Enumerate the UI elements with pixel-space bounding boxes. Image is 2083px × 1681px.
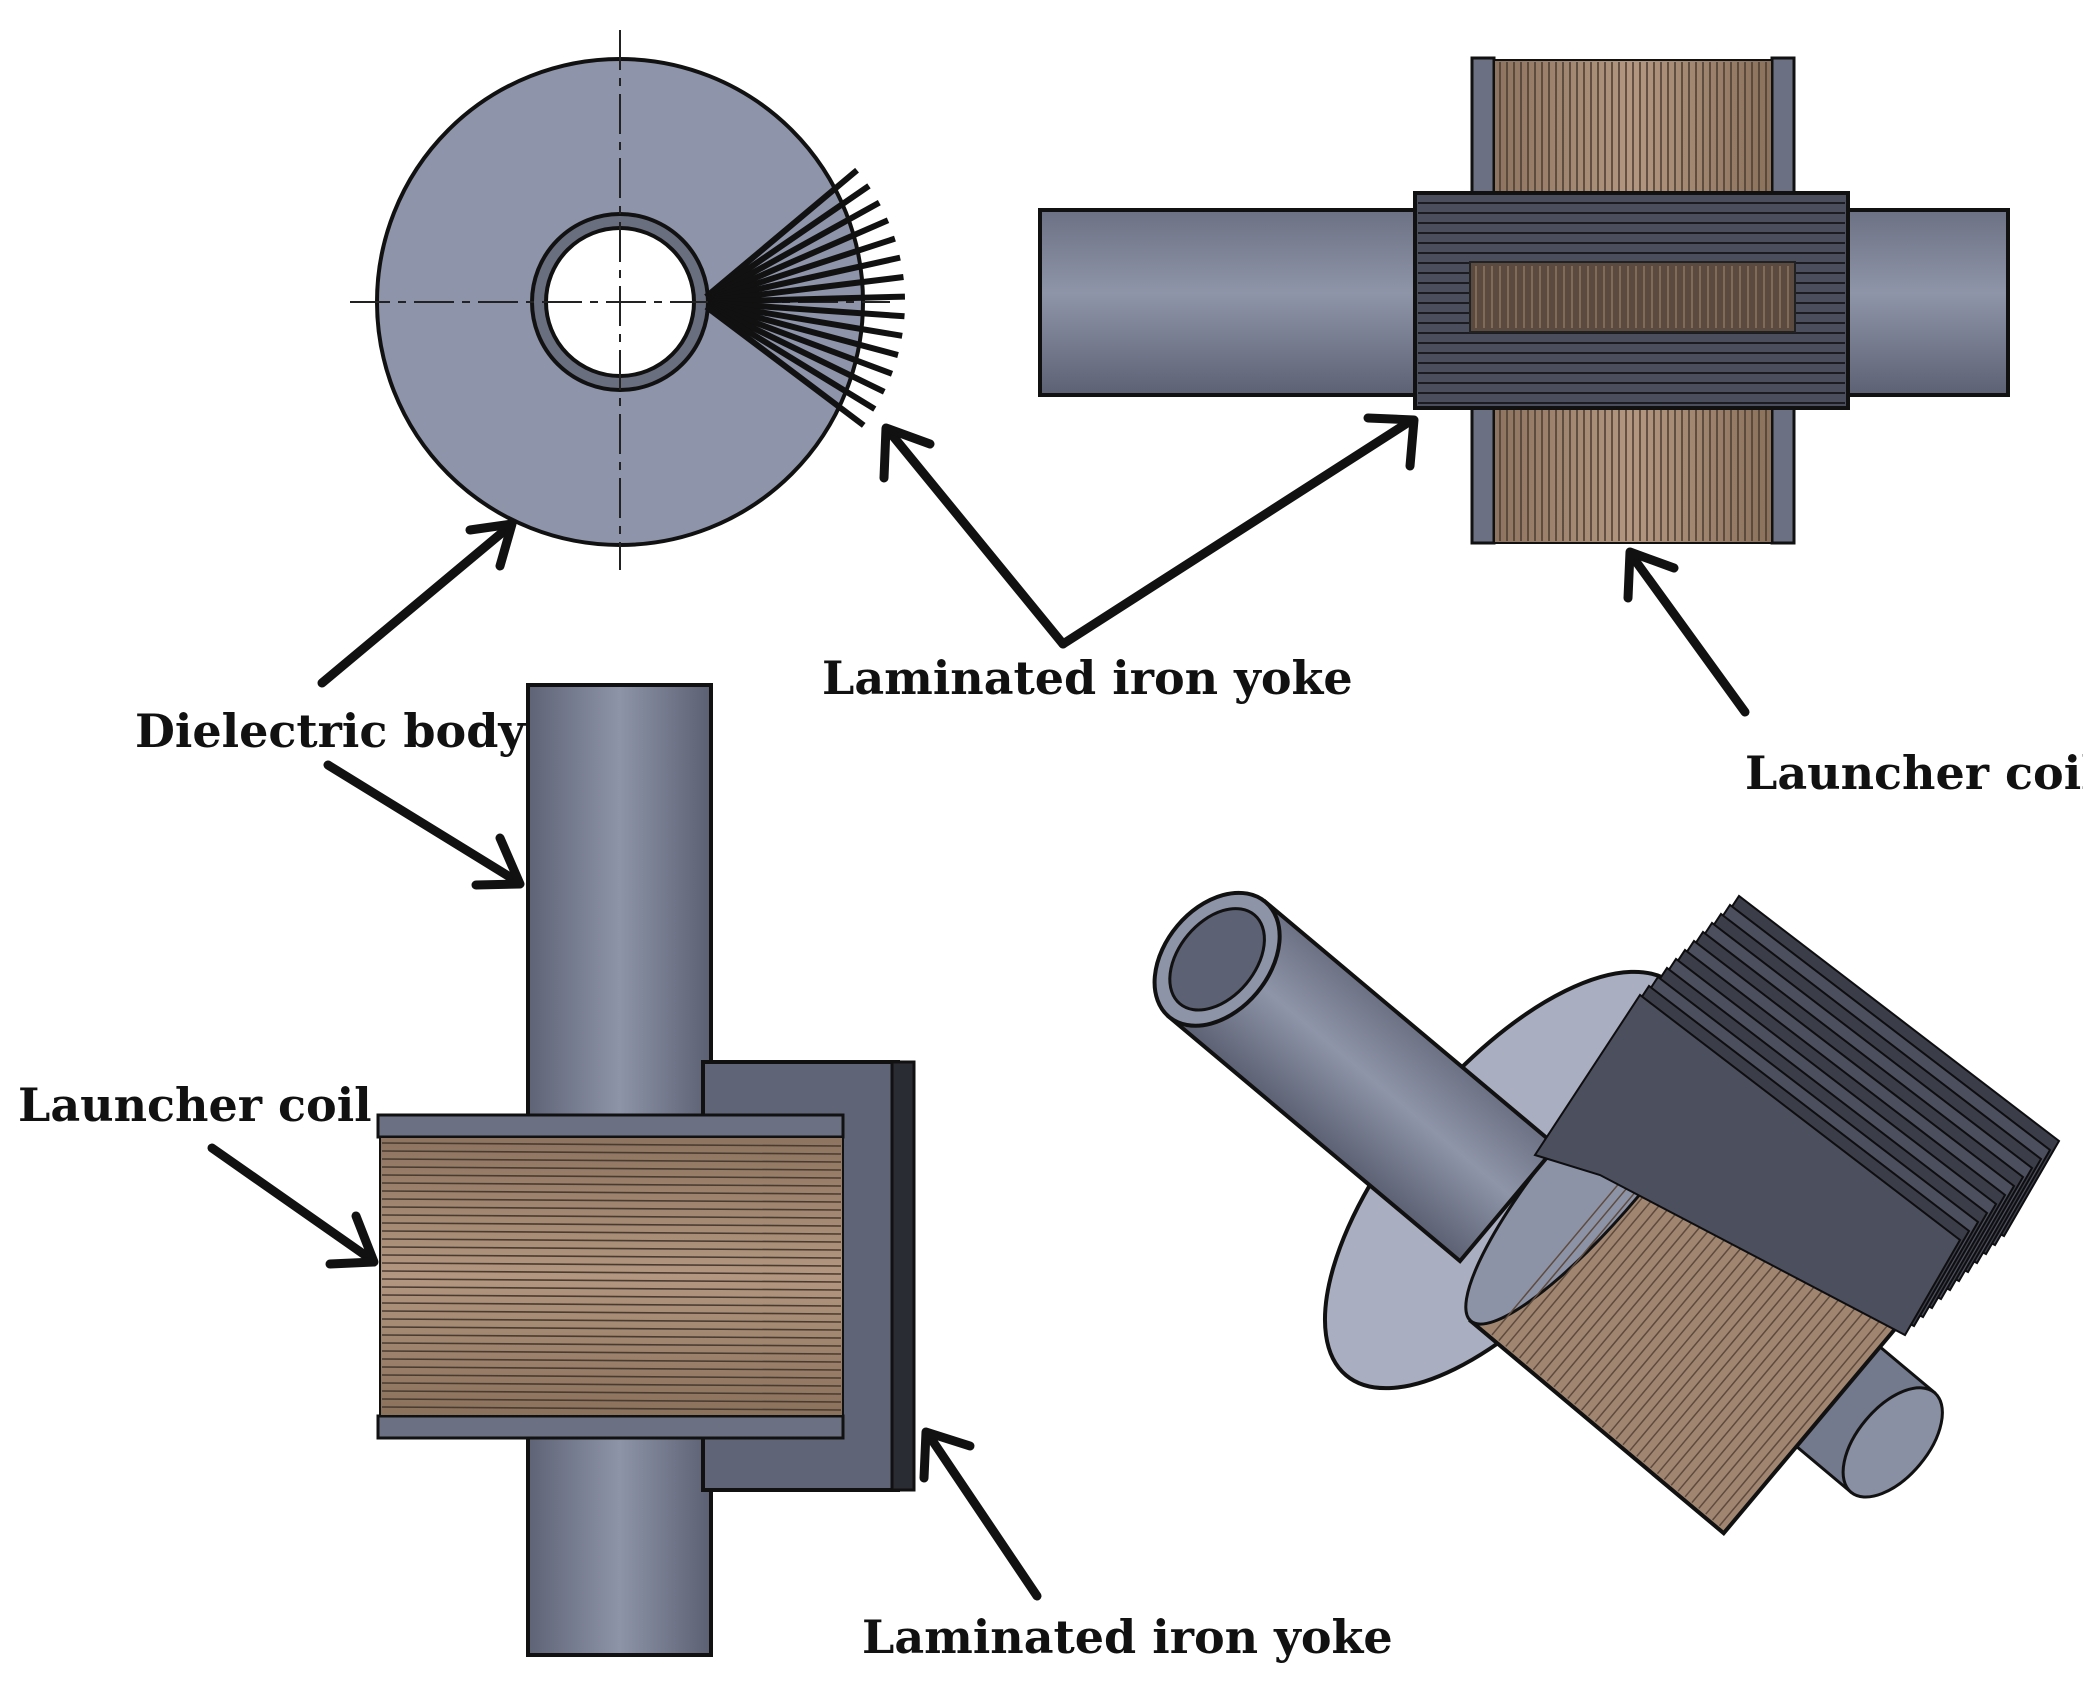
winding-line — [381, 1230, 842, 1235]
winding-line — [381, 1166, 842, 1171]
yoke-lamination — [704, 183, 871, 300]
winding-line — [381, 1398, 842, 1403]
arrowhead-yoke-front — [879, 423, 935, 483]
front-view — [350, 30, 906, 570]
winding-line — [381, 1222, 842, 1227]
winding-line — [381, 1326, 842, 1331]
yoke-lamination — [705, 303, 877, 412]
yoke-lamination — [707, 299, 905, 320]
winding-line — [381, 1214, 842, 1219]
winding-line — [381, 1174, 842, 1179]
yoke-inner-window — [1469, 261, 1796, 333]
yoke-lamination — [707, 274, 904, 305]
winding-line — [381, 1358, 842, 1363]
winding-line — [381, 1390, 842, 1395]
yoke-lamination — [704, 304, 866, 428]
winding-line — [381, 1278, 842, 1283]
coil-winding-lines-horizontal — [381, 1142, 842, 1411]
label-launcher-coil-right: Launcher coil — [1745, 746, 2083, 800]
coil-flange-top — [376, 1113, 845, 1139]
arrow-yoke-to-side — [1058, 415, 1417, 649]
winding-line — [381, 1238, 842, 1243]
coil-winding-lines — [1499, 62, 1767, 541]
arrowhead-coil-right — [1623, 547, 1679, 603]
winding-line — [381, 1366, 842, 1371]
winding-line — [381, 1406, 842, 1411]
winding-line — [381, 1334, 842, 1339]
winding-line — [381, 1182, 842, 1187]
yoke-lamination — [706, 235, 896, 303]
winding-line — [381, 1302, 842, 1307]
winding-line — [381, 1254, 842, 1259]
winding-line — [381, 1142, 842, 1147]
winding-line — [381, 1342, 842, 1347]
yoke-laminations-fan — [704, 167, 906, 428]
arrowhead-dielectric-top — [465, 519, 517, 571]
label-laminated-iron-yoke-top: Laminated iron yoke — [822, 651, 1353, 705]
arrowhead-coil-left — [325, 1211, 379, 1269]
arrowhead-yoke-bottom — [919, 1427, 975, 1483]
yoke-side-edge — [890, 1060, 916, 1492]
coil-body — [379, 1136, 844, 1417]
coil-flange-bottom — [376, 1414, 845, 1440]
iso-tube-front-bore — [1168, 907, 1266, 1012]
yoke-lamination — [706, 301, 894, 377]
winding-line — [381, 1262, 842, 1267]
arrow-yoke-to-front — [883, 425, 1068, 649]
winding-line — [381, 1318, 842, 1323]
arrow-yoke-bottom — [923, 1429, 1042, 1601]
iso-tube-rear-end — [1841, 1386, 1944, 1499]
arrow-dielectric-top — [317, 521, 515, 688]
winding-line — [381, 1270, 842, 1275]
winding-line — [381, 1198, 842, 1203]
yoke-lamination — [705, 302, 886, 395]
label-laminated-iron-yoke-bottom: Laminated iron yoke — [862, 1610, 1393, 1664]
winding-line — [381, 1374, 842, 1379]
label-dielectric-body: Dielectric body — [135, 704, 526, 758]
yoke-inner-coil-lines — [1475, 266, 1789, 328]
arrowhead-dielectric-bottom — [471, 833, 525, 890]
iso-yoke-fin — [1533, 993, 1962, 1337]
winding-line — [381, 1294, 842, 1299]
arrow-dielectric-bottom — [323, 760, 523, 887]
yoke-lamination — [707, 254, 901, 304]
yoke-lamination — [705, 199, 881, 301]
arrow-coil-left — [207, 1143, 377, 1265]
winding-line — [381, 1350, 842, 1355]
yoke-lamination — [707, 293, 906, 305]
yoke-lamination — [706, 217, 890, 302]
vertical-view — [376, 683, 916, 1657]
winding-line — [381, 1206, 842, 1211]
side-view — [1038, 56, 2010, 545]
winding-line — [381, 1382, 842, 1387]
yoke-lamination — [704, 167, 859, 300]
winding-line — [381, 1150, 842, 1155]
winding-line — [381, 1246, 842, 1251]
arrow-coil-right — [1627, 551, 1750, 717]
iso-yoke-fins — [1533, 894, 2061, 1337]
isometric-view — [1152, 890, 2061, 1537]
winding-line — [381, 1310, 842, 1315]
arrowhead-yoke-side — [1363, 413, 1419, 471]
label-launcher-coil-left: Launcher coil — [18, 1078, 372, 1132]
winding-line — [381, 1286, 842, 1291]
yoke-lamination — [707, 300, 903, 339]
leader-arrows — [207, 413, 1750, 1601]
winding-line — [381, 1190, 842, 1195]
yoke-lamination — [706, 301, 899, 358]
winding-line — [381, 1158, 842, 1163]
